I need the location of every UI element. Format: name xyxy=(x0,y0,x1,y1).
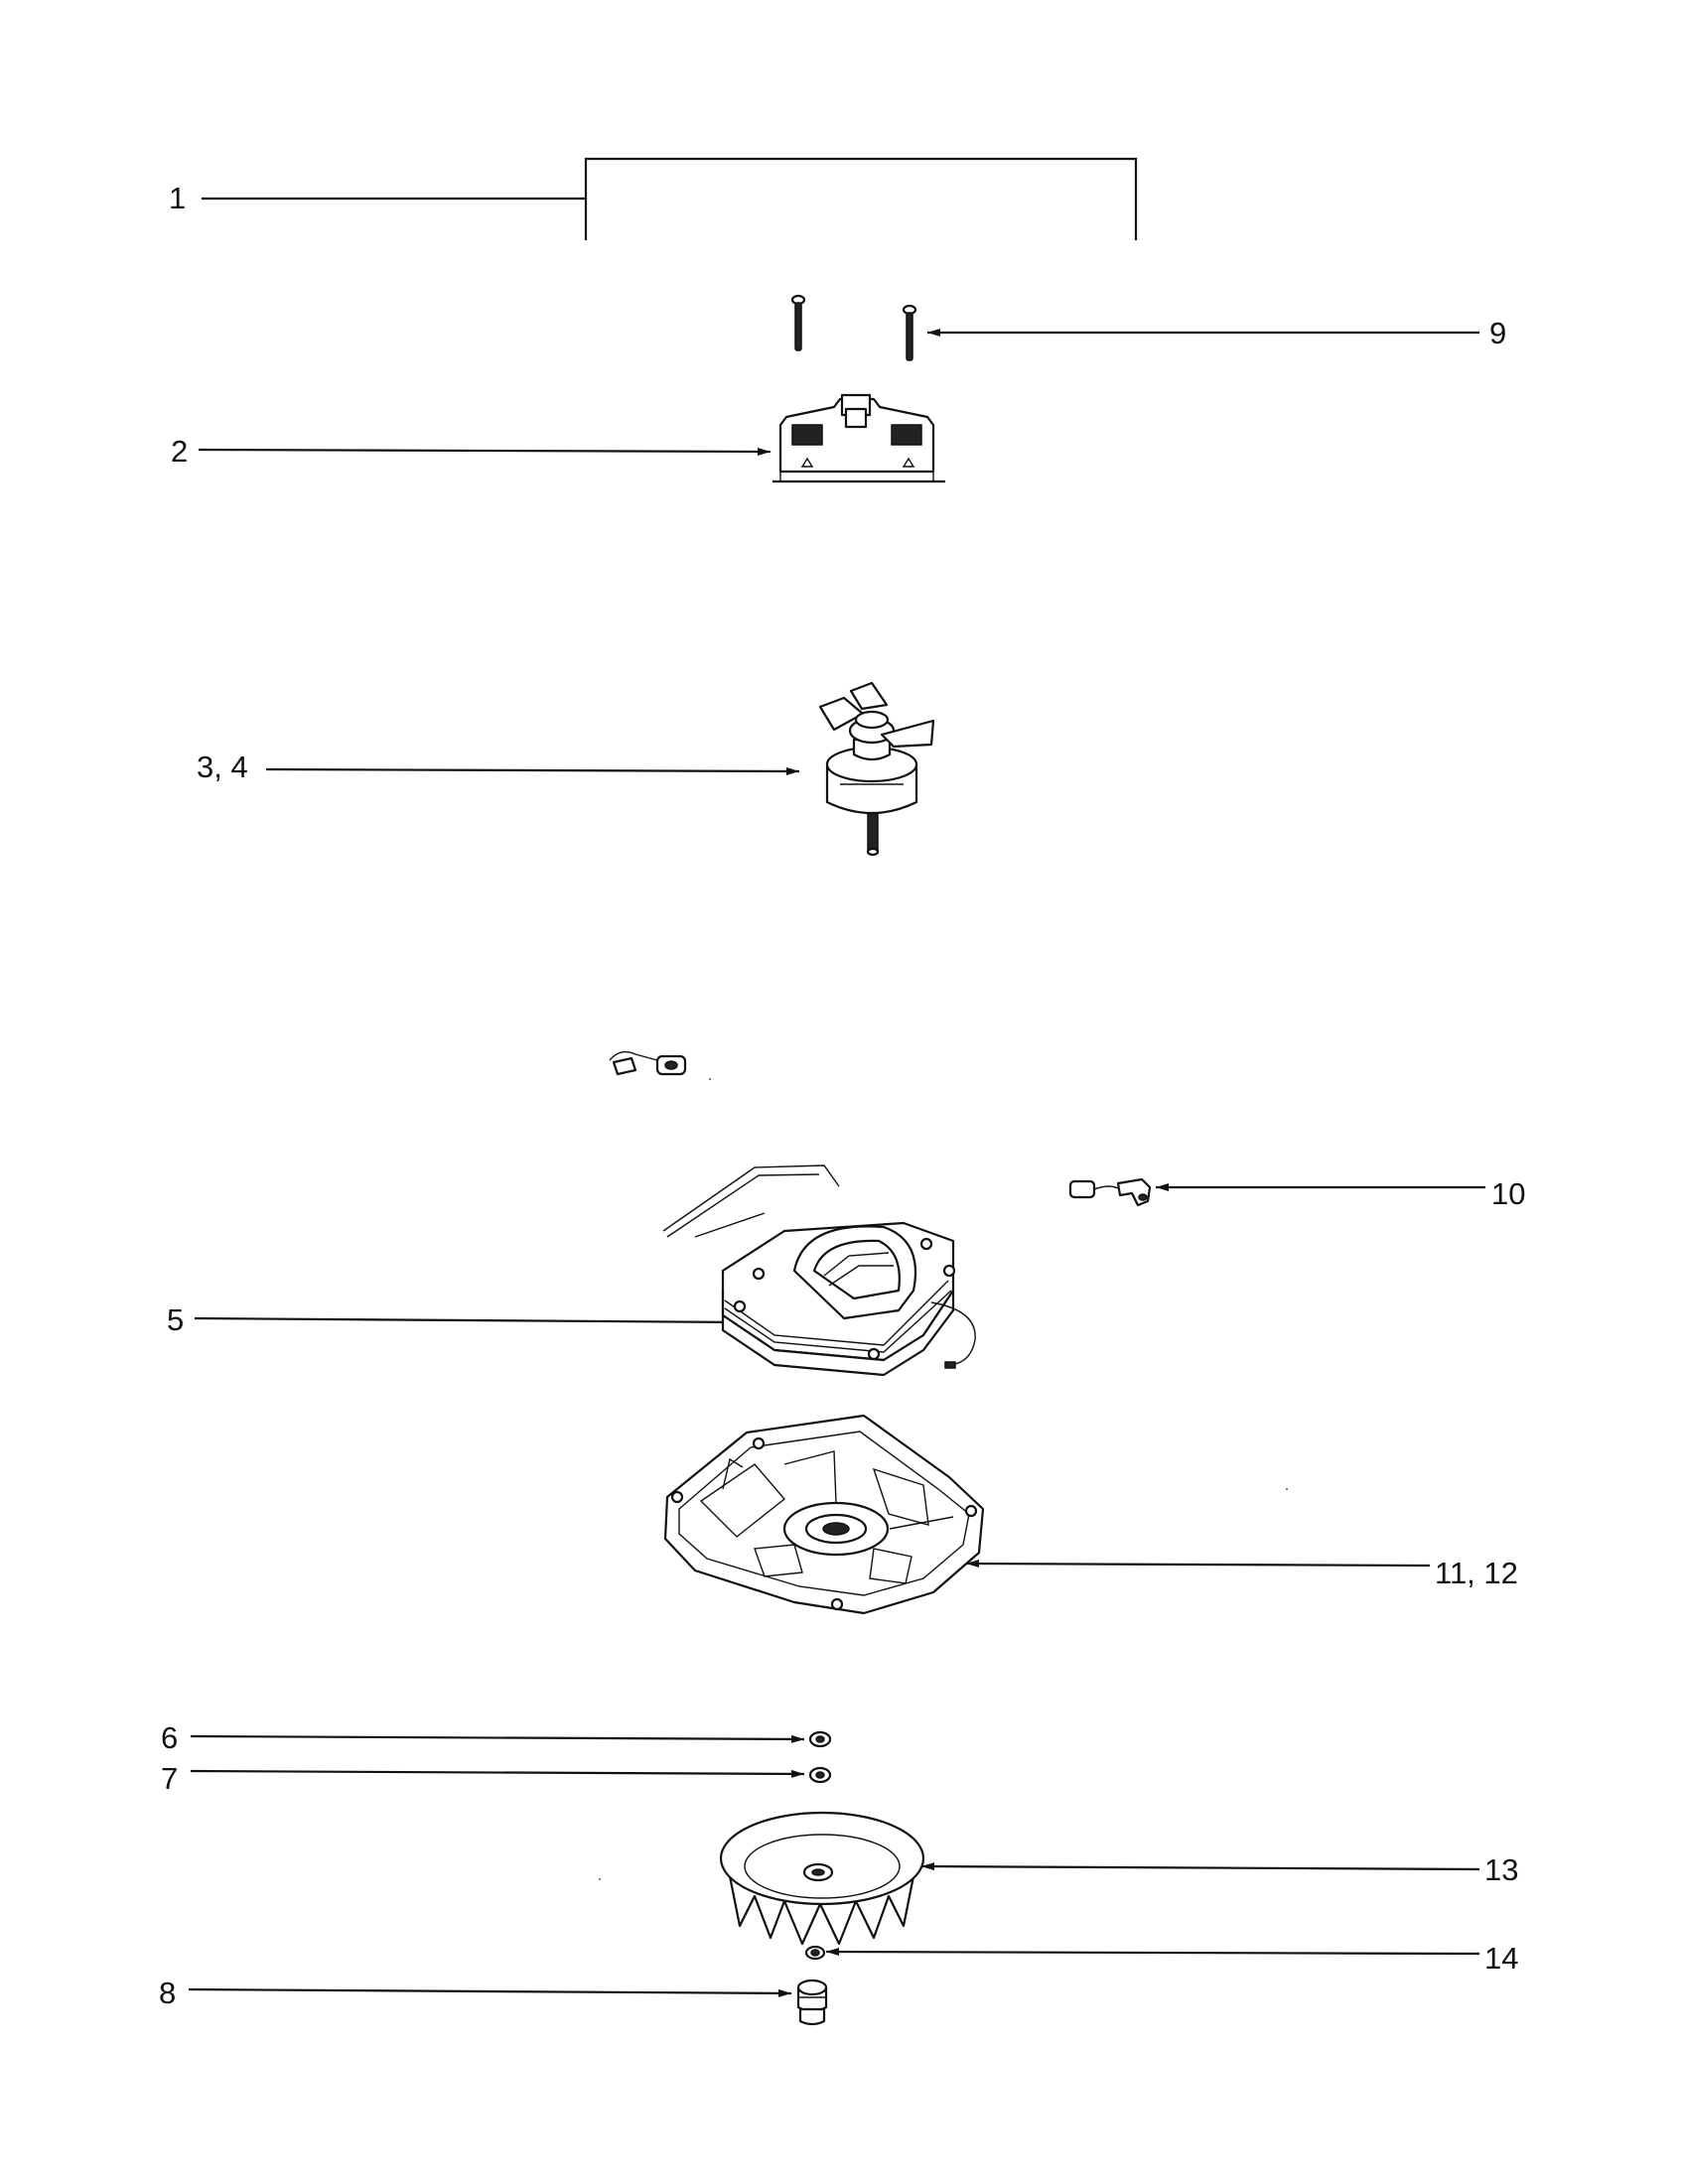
field-assembly-part-5 xyxy=(662,1164,976,1377)
leader-5 xyxy=(194,1316,744,1326)
nut-part-14 xyxy=(804,1945,826,1961)
bushing-part-8 xyxy=(796,1979,828,2026)
leader-7 xyxy=(190,1769,805,1778)
callout-label-7: 7 xyxy=(161,1761,178,1796)
callout-label-13: 13 xyxy=(1484,1852,1518,1887)
speck xyxy=(709,1078,711,1080)
armature-part-3-4 xyxy=(818,681,935,857)
callout-label-9: 9 xyxy=(1489,316,1506,350)
callout-label-14: 14 xyxy=(1484,1941,1518,1976)
leader-1 xyxy=(202,157,1138,240)
callout-label-2: 2 xyxy=(171,434,188,469)
callout-label-1: 1 xyxy=(169,181,186,215)
callout-label-3-4: 3, 4 xyxy=(197,750,248,784)
leader-6 xyxy=(190,1734,805,1743)
callout-label-10: 10 xyxy=(1491,1176,1525,1211)
leader-8 xyxy=(188,1987,792,1997)
leader-3-4 xyxy=(265,766,800,775)
carbon-brush xyxy=(609,1050,687,1076)
callout-label-8: 8 xyxy=(159,1976,176,2010)
callout-label-11-12: 11, 12 xyxy=(1435,1556,1518,1590)
fan-part-13 xyxy=(719,1811,925,1946)
brush-part-10 xyxy=(1068,1177,1152,1207)
speck xyxy=(599,1878,601,1880)
leader-14 xyxy=(825,1948,1480,1957)
speck xyxy=(1286,1488,1288,1490)
callout-label-5: 5 xyxy=(167,1302,184,1337)
leader-2 xyxy=(198,447,772,456)
callout-label-6: 6 xyxy=(161,1720,178,1755)
washer-part-6 xyxy=(808,1730,832,1748)
motor-housing-part-11-12 xyxy=(663,1414,985,1615)
screws-part-9 xyxy=(790,294,917,361)
motor-cover-part-2 xyxy=(772,393,945,483)
leader-11-12 xyxy=(965,1560,1431,1569)
leader-13 xyxy=(920,1862,1480,1871)
washer-part-7 xyxy=(808,1766,832,1784)
